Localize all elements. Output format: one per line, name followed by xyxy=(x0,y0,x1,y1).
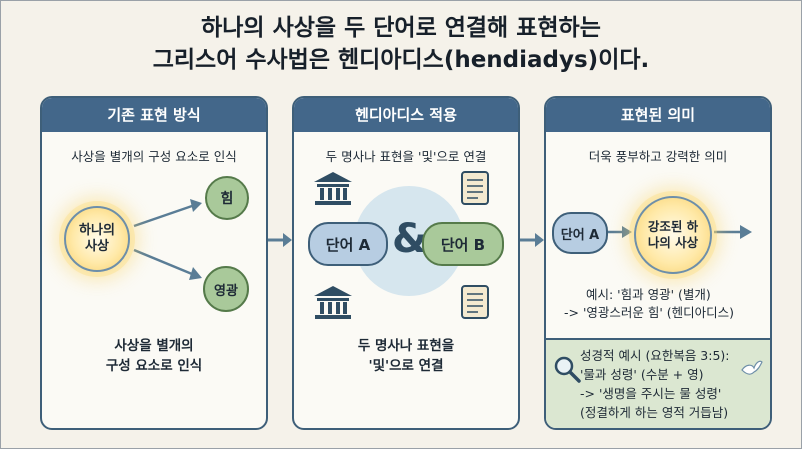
dove-icon xyxy=(741,360,763,375)
node-power-label: 힘 xyxy=(220,191,234,207)
sun-icon: 하나의 사상 xyxy=(64,206,130,272)
word-a-label: 단어 A xyxy=(325,235,371,254)
bible-line-4: (정결하게 하는 영적 거듭남) xyxy=(580,405,729,420)
node-power: 힘 xyxy=(205,176,249,220)
panel-caption: 사상을 별개의 구성 요소로 인식 xyxy=(42,336,266,376)
caption-line-2: 구성 요소로 인식 xyxy=(105,358,203,374)
panel-header: 헨디아디스 적용 xyxy=(294,98,518,132)
panel-subtitle: 사상을 별개의 구성 요소로 인식 xyxy=(71,149,237,164)
ampersand-icon: & xyxy=(392,216,427,262)
caption-line-2: '및'으로 연결 xyxy=(368,358,444,374)
bible-example-text: 성경적 예시 (요한복음 3:5): '물과 성령' (수분 + 영) -> '… xyxy=(580,346,766,422)
scroll-icon xyxy=(461,285,489,319)
sun-icon: 강조된 하나의 사상 xyxy=(634,196,712,274)
example-line-1: 예시: '힘과 영광' (별개) xyxy=(586,287,711,302)
bible-line-3: -> '생명을 주시는 물 성령' xyxy=(580,386,722,401)
example-text: 예시: '힘과 영광' (별개) -> '영광스러운 힘' (헨디아디스) xyxy=(564,286,734,322)
bible-line-1: 성경적 예시 (요한복음 3:5): xyxy=(580,348,730,363)
node-glory-label: 영광 xyxy=(214,283,238,299)
branch-arrows xyxy=(133,199,202,280)
one-thought-label: 하나의 사상 xyxy=(79,223,115,254)
page-title: 하나의 사상을 두 단어로 연결해 표현하는 그리스어 수사법은 헨디아디스(h… xyxy=(0,12,802,76)
panel-subtitle: 더욱 풍부하고 강력한 의미 xyxy=(588,149,728,164)
connector-arrow-1-head xyxy=(283,233,292,247)
panel-meaning: 표현된 의미 더욱 풍부하고 강력한 의미 단어 A 강조된 하나의 사상 예시… xyxy=(544,96,772,430)
word-a-pill: 단어 A xyxy=(308,222,388,266)
word-a-pill: 단어 A xyxy=(552,212,608,254)
magnifier-icon xyxy=(554,356,581,383)
bible-example-box: 성경적 예시 (요한복음 3:5): '물과 성령' (수분 + 영) -> '… xyxy=(546,338,770,428)
panel-header: 표현된 의미 xyxy=(546,98,770,132)
example-line-2: -> '영광스러운 힘' (헨디아디스) xyxy=(564,305,735,320)
scroll-icon xyxy=(461,171,489,205)
word-b-label: 단어 B xyxy=(440,235,486,254)
panel-hendiadys: 헨디아디스 적용 두 명사나 표현을 '및'으로 연결 단어 A xyxy=(292,96,520,430)
panel-caption: 두 명사나 표현을 '및'으로 연결 xyxy=(294,336,518,376)
caption-line-1: 두 명사나 표현을 xyxy=(357,338,455,354)
panel-subtitle: 두 명사나 표현을 '및'으로 연결 xyxy=(325,149,487,164)
temple-icon xyxy=(314,286,352,319)
temple-icon xyxy=(314,172,352,205)
emphasized-thought-label: 강조된 하나의 사상 xyxy=(647,219,699,250)
bible-line-2: '물과 성령' (수분 + 영) xyxy=(580,367,704,382)
word-a-label: 단어 A xyxy=(560,227,600,243)
title-line-1: 하나의 사상을 두 단어로 연결해 표현하는 xyxy=(201,15,601,41)
caption-line-1: 사상을 별개의 xyxy=(114,338,194,354)
panel-traditional: 기존 표현 방식 사상을 별개의 구성 요소로 인식 하나의 사상 힘 영광 사… xyxy=(40,96,268,430)
connector-arrow-2-head xyxy=(535,233,544,247)
node-glory: 영광 xyxy=(203,266,249,312)
title-line-2: 그리스어 수사법은 헨디아디스(hendiadys)이다. xyxy=(152,47,650,73)
word-b-pill: 단어 B xyxy=(422,222,504,266)
panel-header: 기존 표현 방식 xyxy=(42,98,266,132)
